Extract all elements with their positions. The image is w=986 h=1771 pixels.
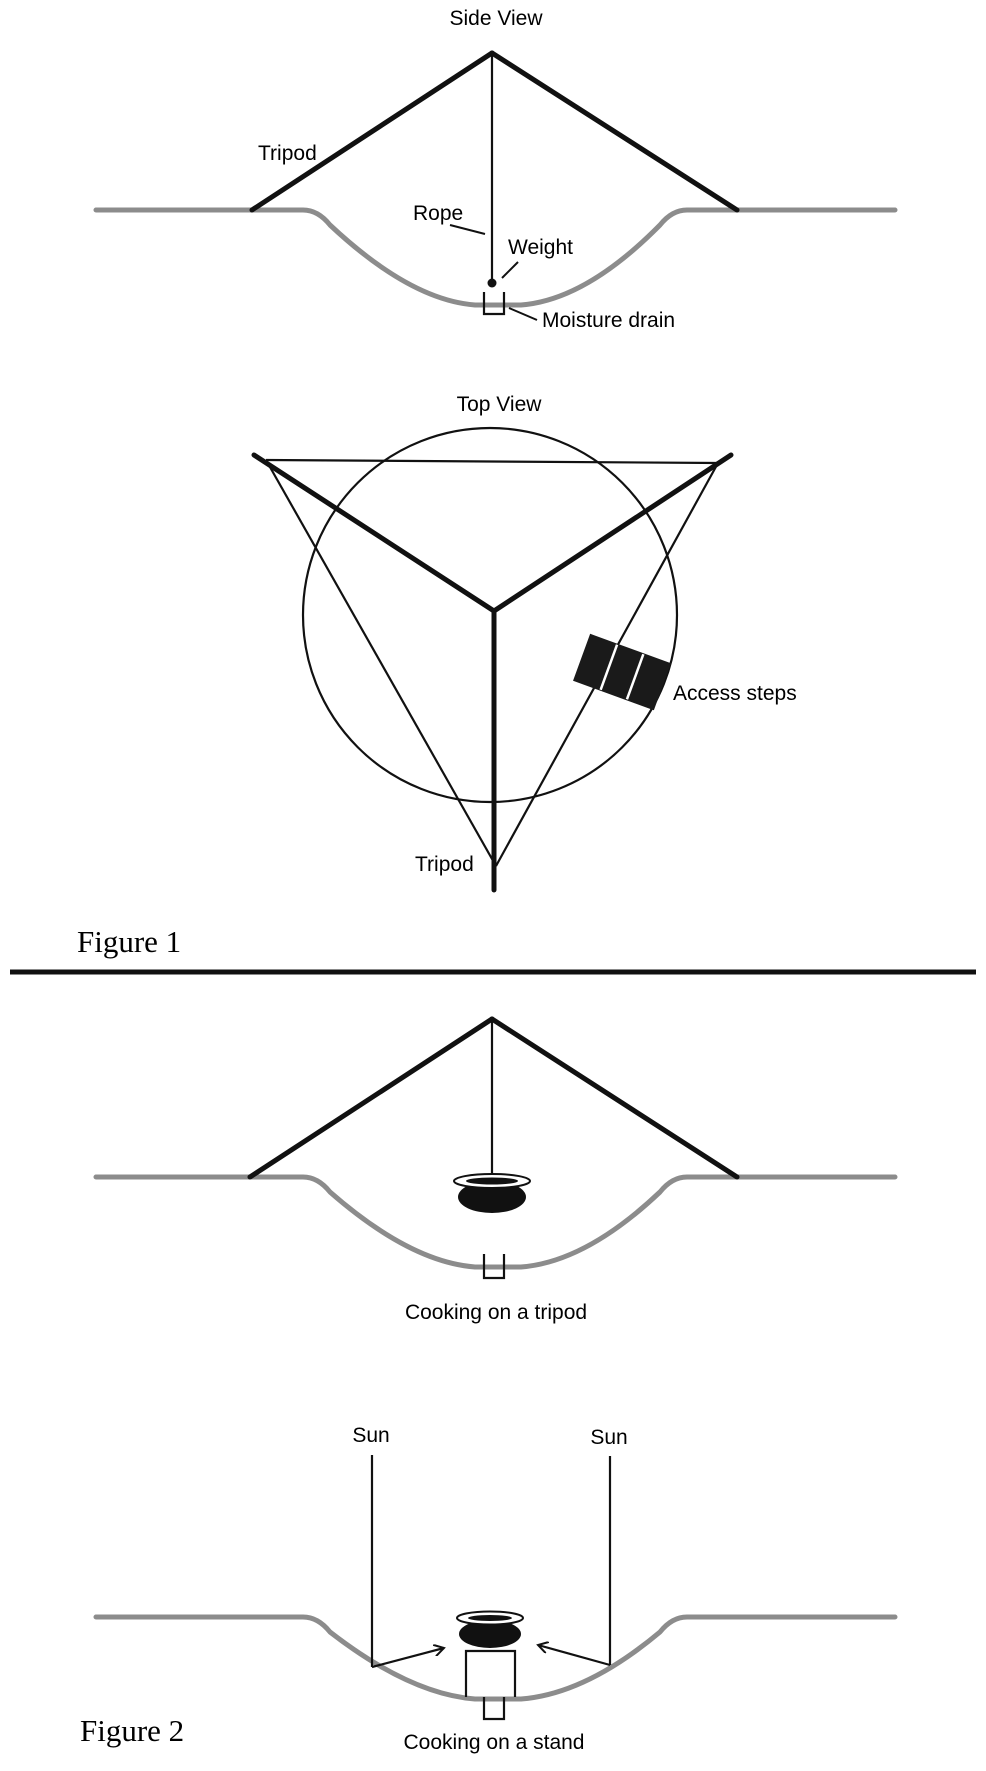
sun-left-label: Sun [352, 1424, 389, 1447]
figure-2-caption: Figure 2 [80, 1713, 184, 1748]
sun-right-label: Sun [590, 1426, 627, 1449]
moisture-drain [482, 292, 506, 316]
side-view-title: Side View [449, 7, 543, 30]
weight-dot [487, 278, 497, 288]
tripod-cooking-diagram: Cooking on a tripod [93, 1016, 898, 1324]
figure-1-caption: Figure 1 [77, 924, 181, 959]
tripod-label: Tripod [258, 142, 317, 165]
reflection-arrow-left [371, 1648, 444, 1669]
tripod-cooking-left-leg [247, 1016, 495, 1180]
tripod-cooking-ground-profile [93, 1174, 898, 1270]
stand-cooking-drain [482, 1697, 506, 1721]
tripod-cooking-caption: Cooking on a tripod [405, 1301, 587, 1324]
weight-leader [501, 261, 519, 279]
drain-label: Moisture drain [542, 309, 675, 332]
rope-leader [449, 224, 486, 235]
access-steps [573, 633, 671, 711]
stand-cooking-diagram: Sun Sun Figure 2 Cooking on a stand [80, 1424, 898, 1754]
tripod-leg-right [491, 452, 734, 614]
weight-label: Weight [508, 236, 573, 259]
tripod-leg-left [251, 452, 497, 614]
tie-line-left [265, 459, 497, 867]
stand-cooking-caption: Cooking on a stand [404, 1731, 585, 1754]
top-view-title: Top View [457, 393, 543, 416]
pit-outline [301, 426, 679, 804]
cooking-stand [464, 1649, 517, 1697]
stand-cooking-ground-profile [93, 1614, 898, 1702]
drain-leader [508, 307, 538, 321]
side-view: Side View Tripod Rope Weight Moisture dr… [93, 7, 898, 332]
hanging-pot-icon [453, 1173, 531, 1213]
reflection-arrow-right [538, 1645, 611, 1667]
tripod-cooking-right-leg [489, 1016, 740, 1180]
stand-pot-icon [456, 1610, 524, 1648]
top-view: Top View Access steps Tripod [251, 393, 797, 893]
side-view-ground-profile [93, 207, 898, 308]
rope-label: Rope [413, 202, 463, 225]
access-steps-label: Access steps [673, 682, 797, 705]
tripod-right-leg [489, 50, 740, 213]
top-tripod-label: Tripod [415, 853, 474, 876]
tie-line-top [265, 458, 719, 465]
tripod-left-leg [249, 50, 495, 213]
tripod-cooking-drain [482, 1254, 506, 1280]
